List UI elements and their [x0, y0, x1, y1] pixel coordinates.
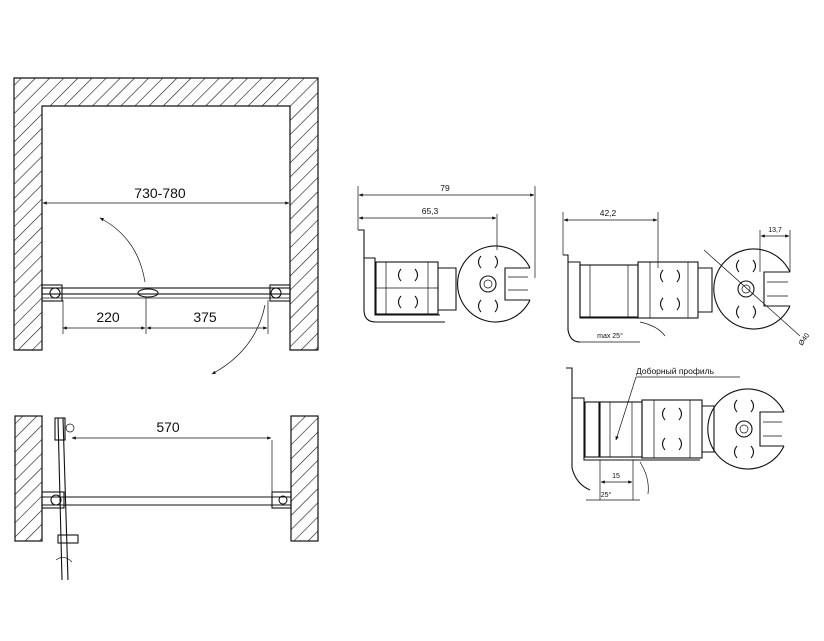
plan-bottom: 570 — [14, 415, 319, 581]
swing-arc-left — [99, 217, 146, 283]
wall-top — [13, 77, 319, 351]
dim-left-panel: 220 — [96, 309, 120, 325]
dim-diameter: Ø40 — [798, 332, 811, 347]
plan-top: 730-780 220 375 — [13, 77, 319, 375]
profile-b: 42,2 13,7 Ø40 max 25° — [562, 208, 811, 347]
dim-inner-width: 65,3 — [422, 206, 439, 216]
dim-max-angle: max 25° — [597, 332, 623, 340]
dim-offset: 13,7 — [768, 227, 782, 234]
swing-arc-right — [211, 304, 266, 375]
dim-opening: 570 — [156, 419, 180, 435]
hinge-pin-c — [735, 420, 753, 438]
handle — [137, 288, 159, 298]
extension-profile-label: Доборный профиль — [636, 366, 715, 376]
wall-bottom-left — [14, 415, 43, 542]
dim-width-range: 730-780 — [134, 185, 186, 201]
handle-open — [57, 534, 79, 544]
profile-a: 79 65,3 — [357, 183, 536, 323]
hinge-pin-b — [737, 280, 755, 298]
wall-profile-right — [269, 284, 291, 302]
wall-profile-left — [41, 284, 63, 302]
dim-total-width: 79 — [440, 183, 450, 193]
wall-bottom-right — [290, 415, 319, 542]
open-door-panel — [57, 417, 63, 581]
dim-extension-width: 15 — [612, 473, 620, 480]
dim-angle-c: 25° — [601, 491, 612, 499]
dim-width-b: 42,2 — [600, 208, 617, 218]
dim-right-panel: 375 — [193, 309, 217, 325]
profile-c: Доборный профиль 15 25° — [566, 366, 785, 501]
hinge-pin-a — [479, 275, 497, 293]
